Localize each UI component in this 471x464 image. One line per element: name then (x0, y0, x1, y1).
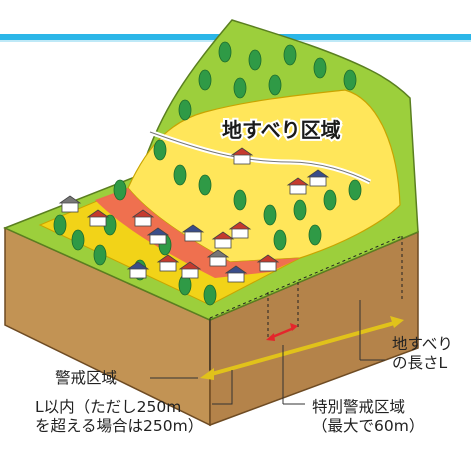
special-area-arrow (266, 323, 298, 341)
special-warning-line-2: （最大で60m） (312, 417, 425, 435)
special-warning-zone (95, 188, 300, 278)
distance-note-line-1: L以内（ただし250m (35, 398, 182, 416)
measurement-lines (209, 235, 403, 370)
distance-note-line-2: を超える場合は250m） (35, 417, 204, 435)
special-warning-area-label: 特別警戒区域 （最大で60m） (312, 398, 424, 436)
warning-area-label: 警戒区域 (55, 369, 118, 387)
houses (58, 147, 330, 283)
zone-title: 地すべり区域 (222, 118, 341, 142)
length-arrow (200, 316, 404, 380)
landslide-length-line-1: 地すべり (392, 335, 453, 353)
landslide-length-label: 地すべり の長さL (392, 335, 453, 373)
leader-lines (150, 300, 385, 405)
landslide-length-line-2: の長さL (392, 354, 448, 372)
distance-note-label: L以内（ただし250m を超える場合は250m） (35, 398, 203, 436)
special-warning-line-1: 特別警戒区域 (312, 398, 406, 416)
